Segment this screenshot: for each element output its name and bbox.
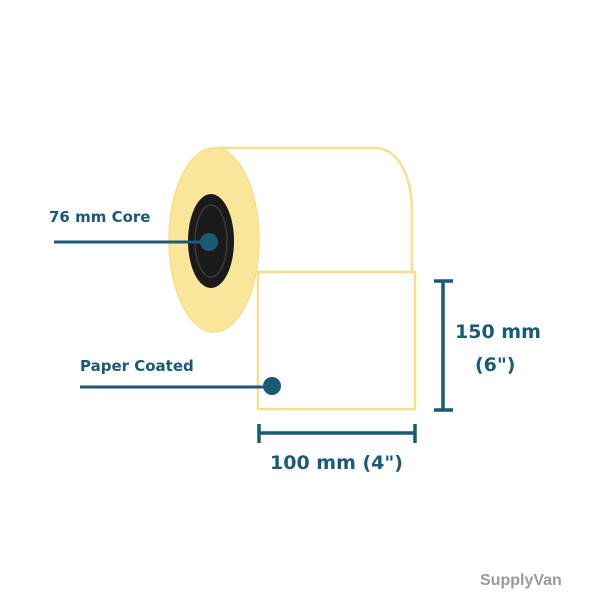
width-dimension-marker (257, 424, 417, 443)
core-size-label: 76 mm Core (49, 208, 151, 226)
material-label: Paper Coated (80, 357, 194, 375)
height-label-inch: (6") (475, 354, 516, 376)
core-pointer-dot (200, 233, 218, 251)
brand-watermark: SupplyVan (480, 572, 562, 589)
roll-body (215, 146, 414, 274)
material-pointer-dot (263, 377, 281, 395)
label-sheet (256, 270, 417, 411)
height-label-mm: 150 mm (455, 321, 541, 343)
width-label: 100 mm (4") (270, 452, 403, 474)
height-dimension-marker (434, 279, 453, 412)
